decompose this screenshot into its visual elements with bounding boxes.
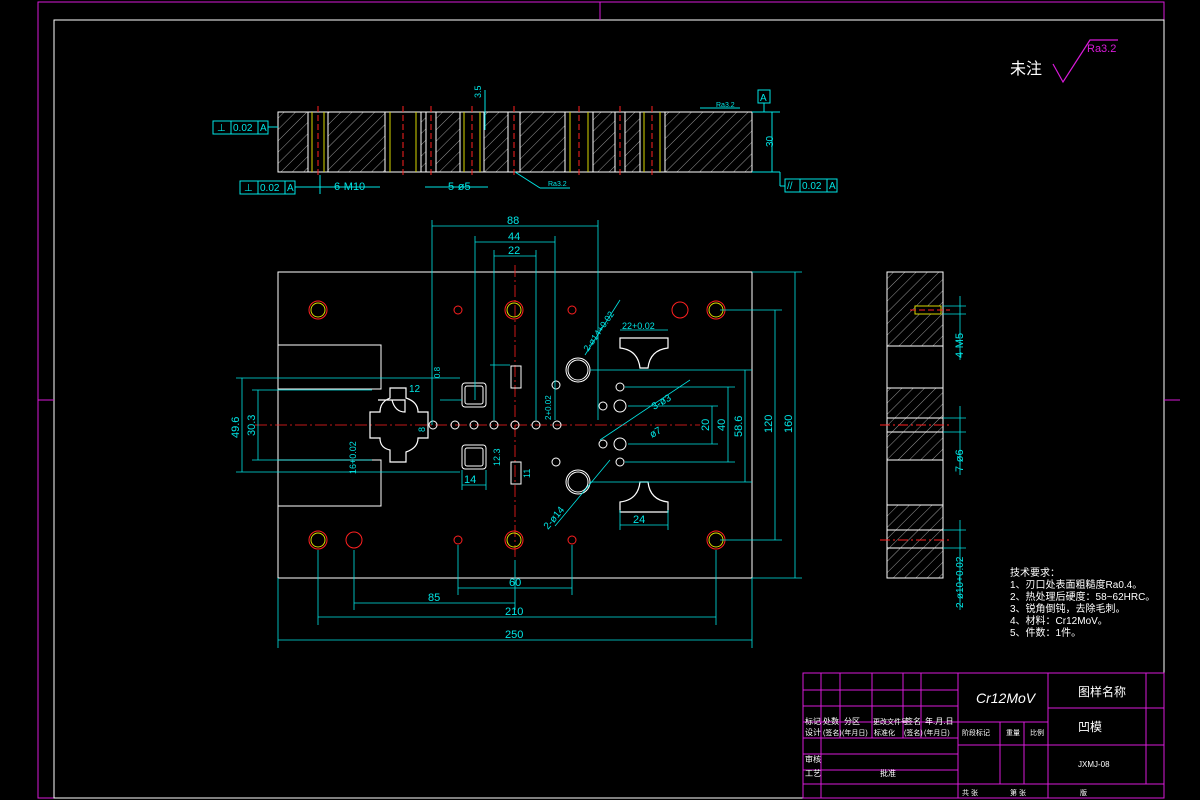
tech-item-5: 5、件数：1件。	[1010, 626, 1081, 639]
tech-title: 技术要求：	[1010, 566, 1060, 579]
dim-58-6: 58.6	[733, 416, 745, 437]
tb-mark: 标记	[805, 716, 821, 726]
tb-process: 工艺	[805, 769, 821, 778]
dim-14: 14	[464, 474, 476, 486]
dim-44: 44	[508, 231, 520, 243]
tb-design-sign: (签名)	[823, 728, 842, 737]
dim-2phi14-tol: 2-ø14+0.02	[581, 309, 616, 353]
label-5-phi5: 5-ø5	[448, 181, 471, 193]
dim-24: 24	[633, 514, 645, 526]
svg-text:⊥: ⊥	[244, 183, 253, 194]
tech-item-4: 4、材料：Cr12MoV。	[1010, 614, 1108, 627]
dim-210: 210	[505, 606, 523, 618]
dim-12: 12	[409, 384, 421, 395]
tb-material: Cr12MoV	[976, 690, 1037, 706]
sheet-frame	[37, 1, 1180, 799]
tol-ref-3: A	[829, 181, 836, 192]
tb-drawing-name-label: 图样名称	[1078, 684, 1126, 699]
tech-item-2: 2、热处理后硬度：58~62HRC。	[1010, 590, 1155, 603]
tech-item-3: 3、锐角倒钝，去除毛刺。	[1010, 602, 1126, 615]
dim-250: 250	[505, 629, 523, 641]
dim-phi7: ø7	[648, 425, 664, 441]
technical-requirements: 技术要求： 1、刃口处表面粗糙度Ra0.4。 2、热处理后硬度：58~62HRC…	[1010, 566, 1155, 639]
label-7-phi6: 7-ø6	[954, 449, 966, 472]
tech-item-1: 1、刃口处表面粗糙度Ra0.4。	[1010, 578, 1142, 591]
top-section-view: ⊥ 0.02 A ⊥ 0.02 A // 0.02 A A 6-M10 5-ø5…	[212, 85, 838, 195]
dim-30-3: 30.3	[246, 415, 258, 436]
tb-approve: 批准	[880, 768, 896, 778]
tb-stage: 阶段标记	[962, 728, 990, 737]
tb-standard: 标准化	[874, 728, 895, 737]
label-4-m5: 4-M5	[954, 333, 966, 358]
tb-sign: 签名	[905, 716, 921, 726]
tol-parallel: 0.02	[802, 181, 822, 192]
dim-12-3: 12.3	[492, 448, 502, 466]
tol-flatness-1: 0.02	[233, 123, 253, 134]
dim-85: 85	[428, 592, 440, 604]
dim-depth: 3.5	[473, 85, 483, 98]
tb-scale: 比例	[1030, 728, 1044, 737]
dim-2-tol: 2+0.02	[544, 395, 553, 420]
dim-49-6: 49.6	[230, 417, 242, 438]
finish-label: 未注	[1010, 60, 1042, 78]
tb-part-name: 凹模	[1078, 720, 1102, 734]
datum-a: A	[760, 93, 767, 104]
tb-standard-sign: (签名)	[904, 728, 923, 737]
ra-bottom: Ra3.2	[548, 181, 567, 188]
title-block: 标记 处数 分区 更改文件号 签名 年.月.日 设计 (签名) (年月日) 标准…	[802, 672, 1165, 799]
ra-top: Ra3.2	[716, 102, 735, 109]
tb-weight: 重量	[1006, 729, 1020, 737]
finish-roughness: Ra3.2	[1087, 43, 1116, 55]
dim-16-tol: 16+0.02	[348, 441, 358, 474]
tol-ref-2: A	[287, 183, 294, 194]
tb-version: 版	[1080, 788, 1087, 797]
tb-drawing-no: JXMJ-08	[1078, 760, 1110, 769]
label-2-phi10: 2-ø10+0.02	[955, 556, 966, 608]
dim-8: 8	[417, 427, 427, 432]
side-view: 4-M5 7-ø6 2-ø10+0.02	[880, 271, 966, 610]
tb-change-doc: 更改文件号	[873, 717, 908, 726]
label-6-m10: 6-M10	[334, 181, 365, 193]
dim-120: 120	[763, 415, 775, 433]
dim-160: 160	[783, 415, 795, 433]
tb-review: 审核	[805, 754, 821, 764]
tb-design: 设计	[805, 727, 821, 737]
dim-2phi14: 2-ø14	[542, 505, 567, 532]
dim-0-8: 0.8	[433, 366, 442, 378]
dim-40: 40	[716, 419, 728, 431]
tb-standard-date: (年月日)	[924, 728, 950, 737]
general-finish-symbol: 未注 Ra3.2	[1010, 39, 1118, 84]
tb-sheet-total: 共 张	[962, 788, 978, 797]
dim-thickness: 30	[765, 135, 776, 147]
tol-flatness-2: 0.02	[260, 183, 280, 194]
svg-text:⊥: ⊥	[217, 123, 226, 134]
dim-88: 88	[507, 215, 519, 227]
plan-view: 88 44 22 250 210 85 60 14 24 22+0.02 12 …	[230, 215, 802, 648]
svg-text://: //	[787, 181, 793, 192]
dim-22: 22	[508, 245, 520, 257]
dim-20: 20	[700, 419, 712, 431]
tb-design-date: (年月日)	[842, 728, 868, 737]
dim-22-tol: 22+0.02	[622, 321, 655, 331]
tol-ref-1: A	[260, 123, 267, 134]
tb-zone: 分区	[844, 717, 860, 726]
dim-60: 60	[509, 577, 521, 589]
dim-3phi3: 3-ø3	[650, 393, 674, 413]
tb-count: 处数	[823, 716, 839, 726]
tb-sheet-no: 第 张	[1010, 788, 1026, 797]
dim-11: 11	[522, 469, 532, 478]
tb-date: 年.月.日	[925, 716, 953, 726]
